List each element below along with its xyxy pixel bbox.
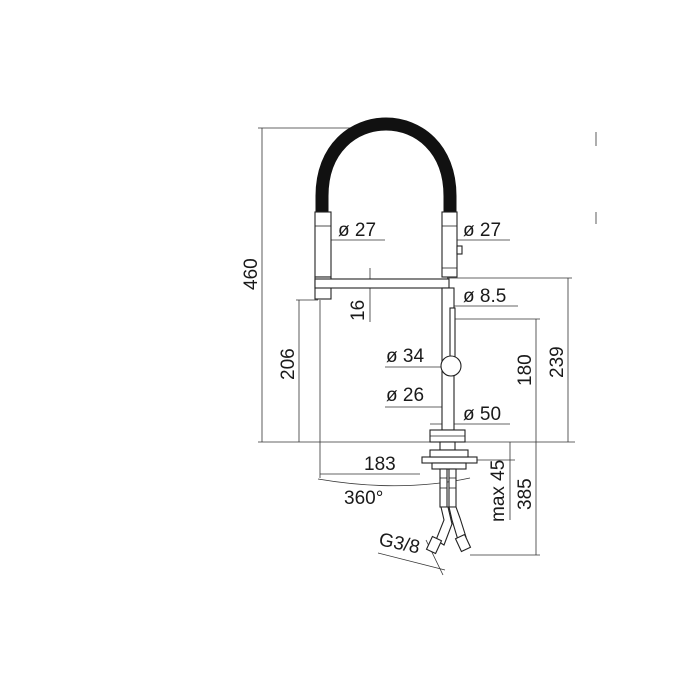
label-below-deck: 385 [515,478,536,510]
label-left-head-diameter: ø 27 [338,220,376,241]
dimension-lines [258,127,575,576]
label-handle-diameter: ø 34 [386,346,424,367]
label-base-diameter: ø 50 [463,404,501,425]
left-spray-head [314,211,332,278]
label-handle-height: 180 [515,354,536,386]
horizontal-arm [314,278,450,289]
label-max-deck-thickness: max 45 [488,460,509,522]
dimension-labels: 460 206 ø 27 ø 27 16 ø 8.5 ø 34 ø 26 ø 5… [241,220,568,558]
label-body-diameter: ø 26 [386,385,424,406]
flexible-hose [315,117,457,212]
label-rotation: 360° [344,488,383,509]
label-right-head-diameter: ø 27 [463,220,501,241]
handle-knob [440,355,462,377]
label-spout-height: 206 [278,348,299,380]
right-spray-holder [441,211,458,278]
label-arm-height: 239 [547,346,568,378]
fixing-plate [421,456,478,464]
label-rod-diameter: ø 8.5 [463,286,506,307]
faucet-body [314,117,478,555]
label-arm-thickness: 16 [348,300,369,321]
label-reach: 183 [364,454,396,475]
label-total-height: 460 [241,258,262,290]
